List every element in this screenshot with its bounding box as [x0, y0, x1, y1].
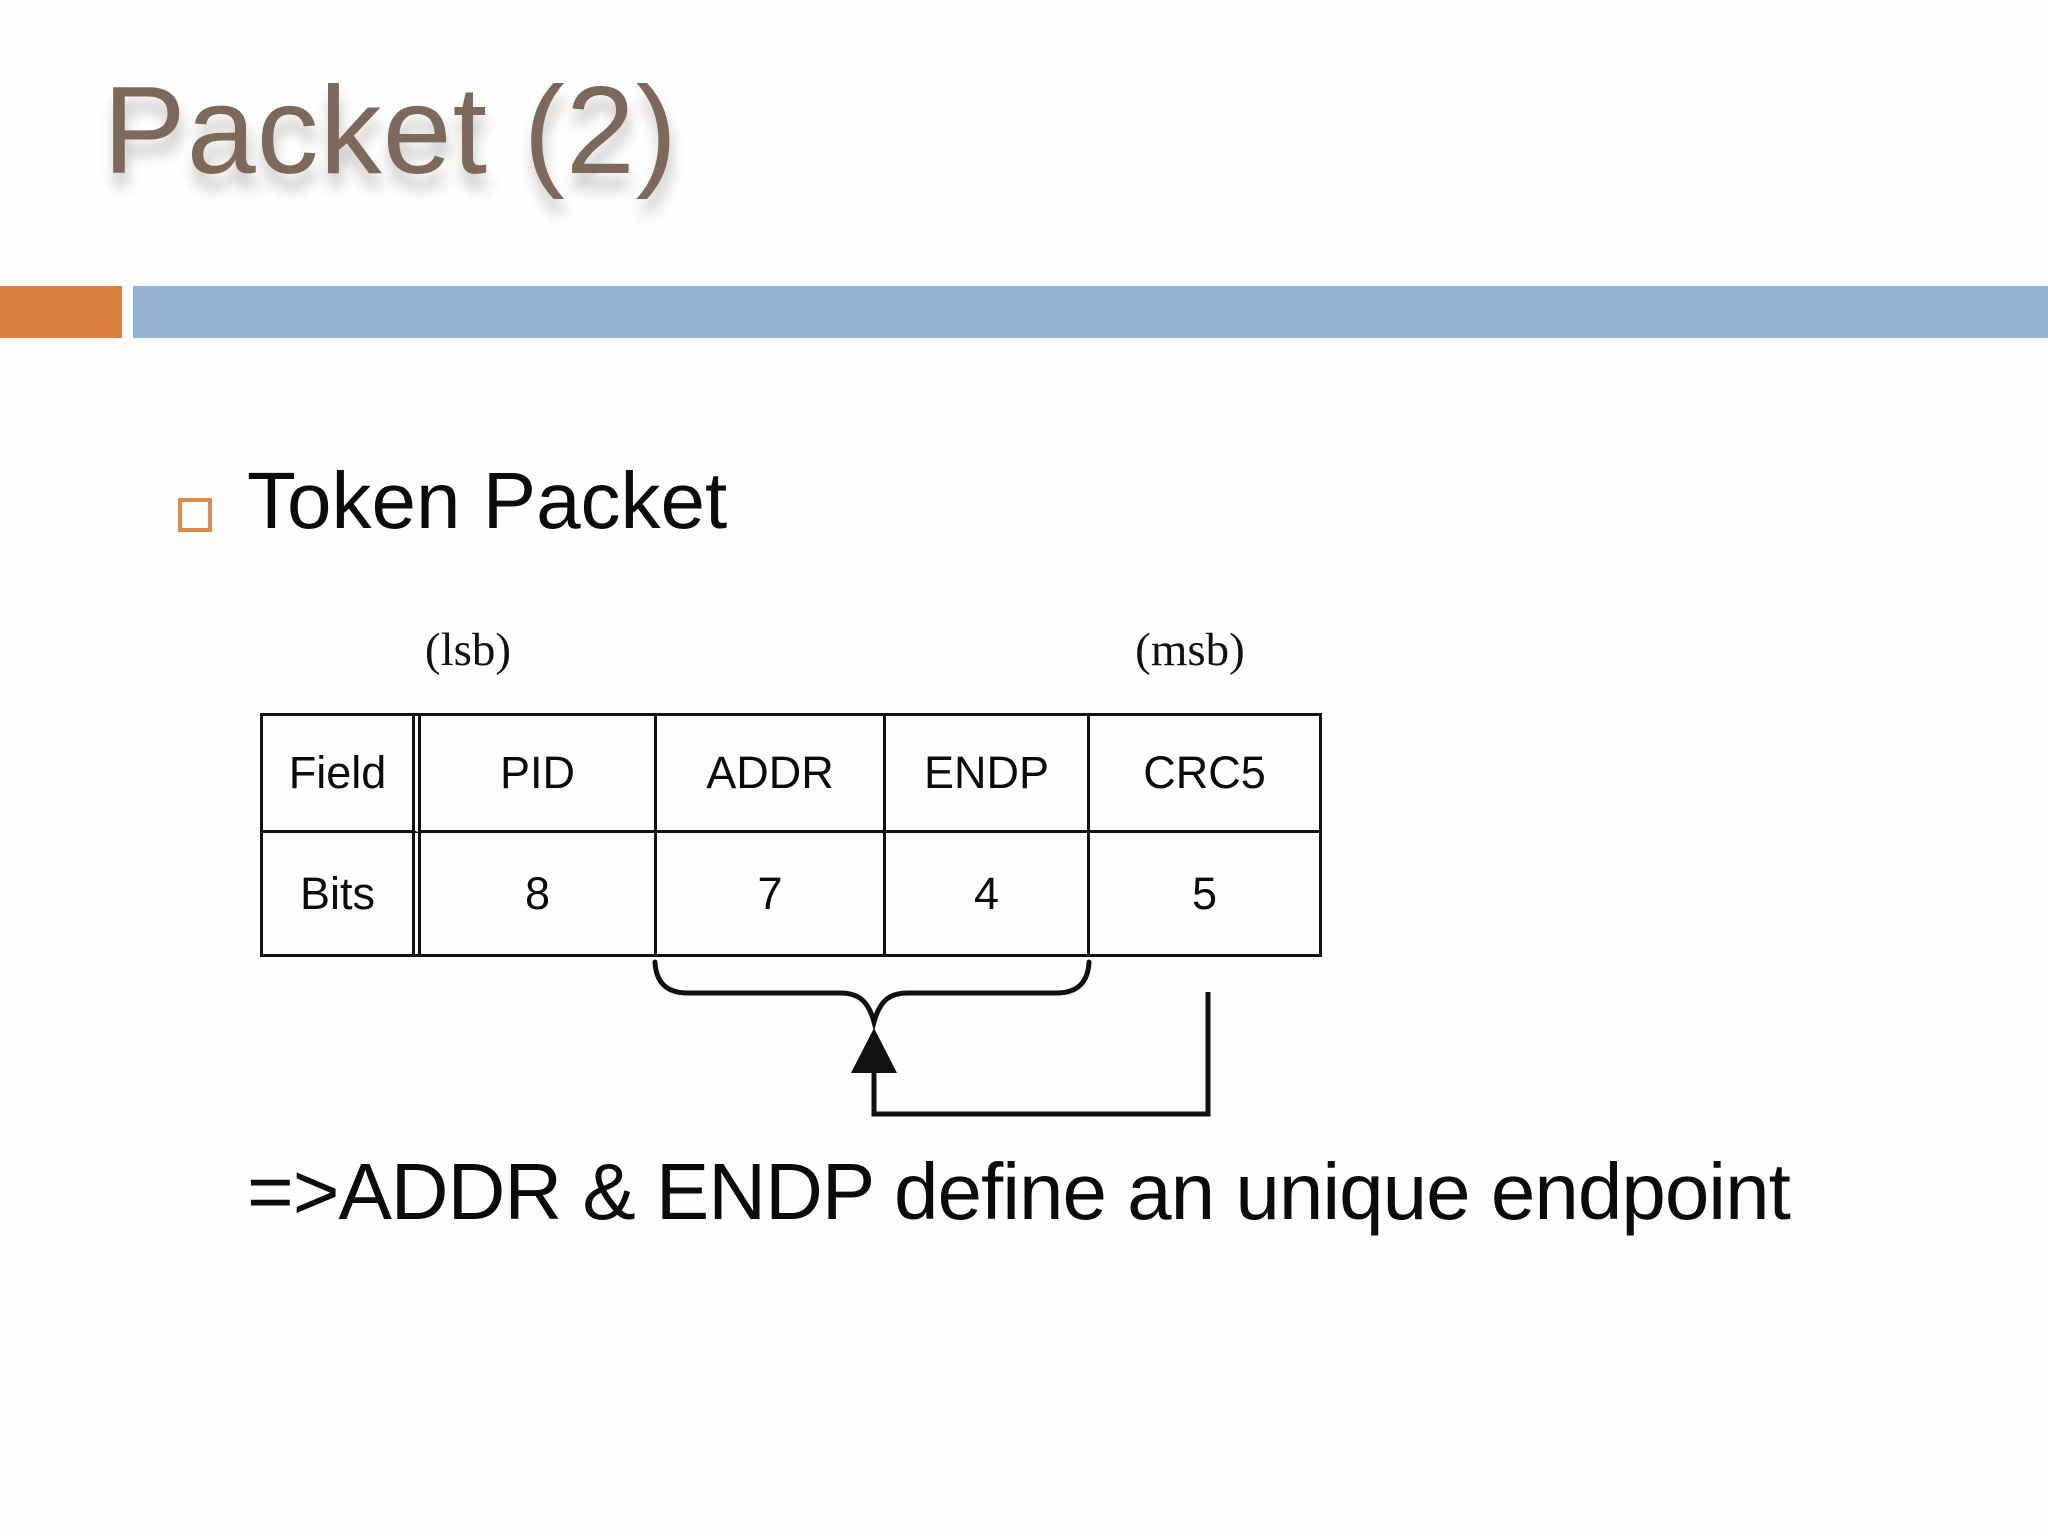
packet-table: Field PID ADDR ENDP CRC5 Bits 8 7 4 5 — [260, 713, 1322, 957]
msb-label: (msb) — [1135, 624, 1245, 676]
table-cell-pid-bits: 8 — [421, 833, 657, 954]
page-title: Packet (2) — [103, 62, 679, 200]
accent-bar-blue — [133, 286, 2048, 338]
table-cell-addr: ADDR — [657, 716, 886, 833]
bullet-label: Token Packet — [247, 456, 728, 545]
table-cell-crc5: CRC5 — [1090, 716, 1319, 833]
table-cell-endp: ENDP — [886, 716, 1090, 833]
accent-bar-orange — [0, 286, 122, 338]
table-cell-field-header: Field — [263, 716, 421, 833]
bullet-square-icon — [178, 498, 212, 532]
lsb-label: (lsb) — [424, 624, 512, 676]
table-cell-addr-bits: 7 — [657, 833, 886, 954]
arrow-up-icon — [851, 1028, 897, 1073]
table-cell-bits-header: Bits — [263, 833, 421, 954]
note-text: =>ADDR & ENDP define an unique endpoint — [247, 1147, 1791, 1236]
table-cell-crc5-bits: 5 — [1191, 867, 1218, 919]
table-cell-pid: PID — [421, 716, 657, 833]
table-cell-endp-bits: 4 — [886, 833, 1090, 954]
feedback-line — [871, 992, 1211, 1117]
brace — [652, 959, 1092, 1032]
